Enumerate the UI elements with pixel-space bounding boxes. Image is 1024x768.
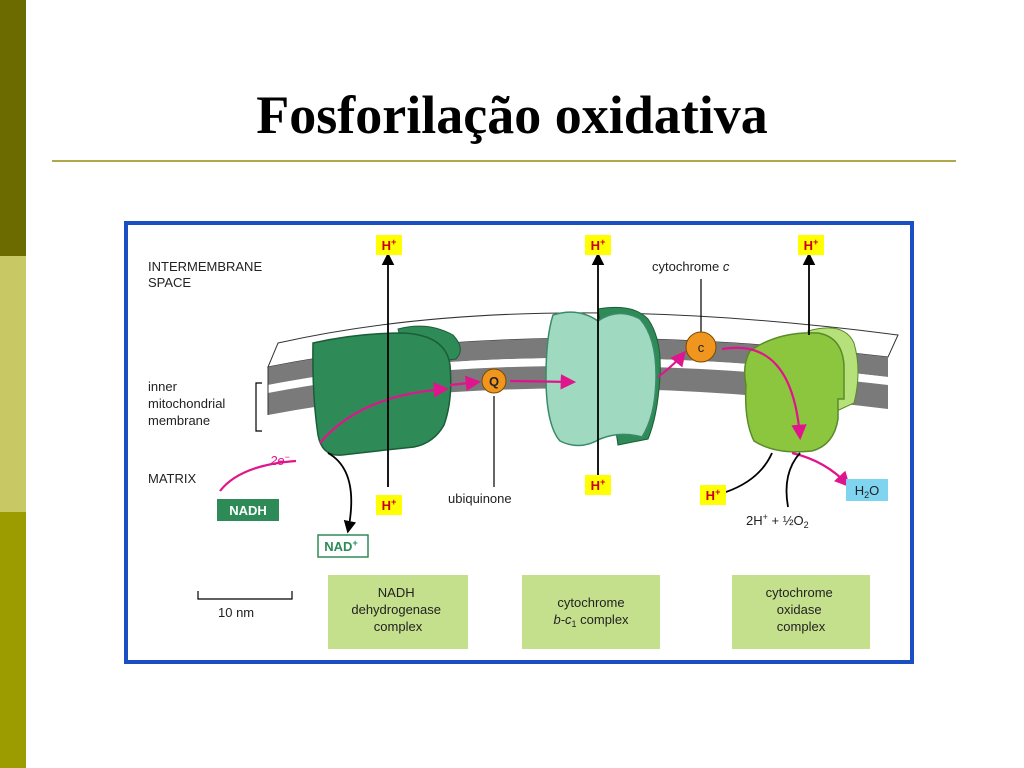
complex2-name-box: cytochrome b-c1 complex	[522, 575, 660, 649]
svg-text:H+: H+	[591, 477, 606, 493]
electron-path-complex3	[721, 346, 807, 441]
complex3-name-box: cytochrome oxidase complex	[732, 575, 870, 649]
ubiquinone-label: ubiquinone	[448, 491, 512, 506]
svg-text:NADH: NADH	[229, 503, 267, 518]
intermembrane-space-label: INTERMEMBRANE SPACE	[148, 259, 266, 290]
ubiquinone-carrier: Q	[481, 368, 507, 487]
svg-text:cytochrome oxidase: cytochrome oxidase complex	[766, 585, 837, 634]
svg-text:cytochrome: cytochrome	[557, 595, 624, 610]
svg-text:H+: H+	[804, 237, 819, 253]
inner-membrane-bracket	[255, 382, 262, 432]
nadh-dehydrogenase-complex	[312, 325, 461, 456]
svg-text:b-c1 complex: b-c1 complex	[553, 612, 629, 629]
oxygen-curve	[785, 452, 801, 508]
proton-label-complex1-top: H+	[376, 235, 402, 255]
electron-path-to-c	[657, 350, 686, 378]
scale-bar: 10 nm	[197, 591, 293, 620]
svg-text:H+: H+	[382, 237, 397, 253]
ubiquinone-q: Q	[489, 374, 499, 389]
svg-text:H2O: H2O	[855, 483, 880, 500]
title-underline	[52, 160, 956, 162]
electrons-label: 2e−	[269, 452, 290, 468]
side-stripe-top	[0, 0, 26, 256]
electron-path-q-to-complex2	[509, 374, 577, 390]
cytochrome-c-letter: c	[698, 340, 705, 355]
cytochrome-bc1-complex	[545, 306, 661, 447]
electron-path-complex1	[319, 382, 450, 444]
svg-text:H+: H+	[591, 237, 606, 253]
side-stripe-middle	[0, 256, 26, 512]
svg-text:H+: H+	[382, 497, 397, 513]
svg-text:NAD+: NAD+	[324, 538, 357, 554]
electron-path-nadh	[219, 459, 297, 492]
cytochrome-c-carrier: c	[685, 279, 717, 363]
complex3-body	[743, 332, 845, 453]
water-label: H2O	[846, 479, 888, 501]
complex1-name-box: NADH dehydrogenase complex	[328, 575, 468, 649]
electron-transport-diagram: Q c INTERMEMBRANE SPACE inner mitochondr…	[148, 235, 899, 649]
cytochrome-oxidase-complex	[743, 327, 859, 453]
proton-pump-arrows	[327, 252, 816, 534]
complex2-body	[545, 311, 657, 447]
svg-text:10 nm: 10 nm	[218, 605, 254, 620]
matrix-label: MATRIX	[148, 471, 196, 486]
electron-path-to-water	[791, 451, 851, 488]
nadh-label: NADH	[217, 499, 279, 521]
side-stripe-bottom	[0, 512, 26, 768]
proton-label-complex1-matrix: H+	[376, 495, 402, 515]
proton-label-complex2-top: H+	[585, 235, 611, 255]
diagram-frame: Q c INTERMEMBRANE SPACE inner mitochondr…	[124, 221, 914, 664]
oxygen-reaction-label: 2H+ + ½O2	[746, 512, 809, 530]
proton-label-complex2-matrix: H+	[585, 475, 611, 495]
proton-label-complex3-top: H+	[798, 235, 824, 255]
nadh-to-nadplus-arrow	[327, 452, 357, 534]
complex1-body	[312, 332, 452, 456]
cytochrome-c-circle	[685, 331, 717, 363]
electron-path-to-q	[449, 375, 482, 391]
svg-text:NADH dehydrogenase: NADH dehydrogenase complex	[351, 585, 444, 634]
cytochrome-c-label: cytochrome c	[652, 259, 730, 274]
proton-matrix-curve	[725, 452, 773, 493]
inner-membrane-label: inner mitochondrial membrane	[148, 379, 229, 428]
slide-title: Fosforilação oxidativa	[256, 85, 768, 145]
proton-label-complex3-matrix: H+	[700, 485, 726, 505]
nad-plus-label: NAD+	[317, 534, 369, 558]
ubiquinone-circle	[481, 368, 507, 394]
svg-text:H+: H+	[706, 487, 721, 503]
